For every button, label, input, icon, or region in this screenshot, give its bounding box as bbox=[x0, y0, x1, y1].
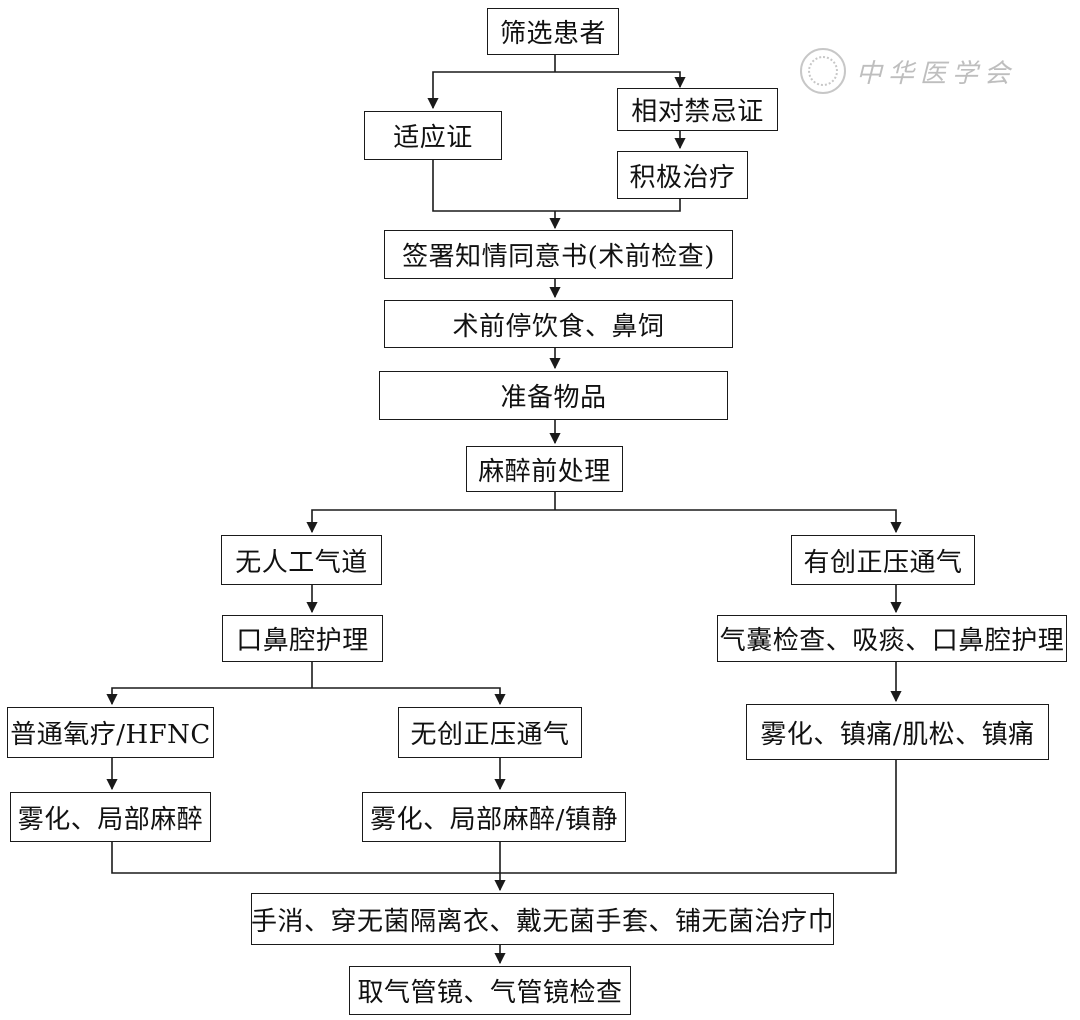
node-label: 普通氧疗/HFNC bbox=[10, 720, 211, 750]
edge-split-invasive bbox=[555, 509, 902, 534]
node-indication: 适应证 bbox=[364, 111, 502, 160]
edge-nebanalgesia-merge bbox=[500, 760, 897, 874]
edge-split-noairway bbox=[306, 509, 555, 534]
node-preop-fasting: 术前停饮食、鼻饲 bbox=[384, 300, 733, 348]
watermark: 中华医学会 bbox=[800, 48, 1016, 94]
node-bronchoscopy: 取气管镜、气管镜检查 bbox=[349, 966, 631, 1015]
node-label: 雾化、局部麻醉 bbox=[17, 804, 204, 835]
node-nebulization-local-sedation: 雾化、局部麻醉/镇静 bbox=[362, 792, 626, 842]
node-sterile-preparation: 手消、穿无菌隔离衣、戴无菌手套、铺无菌治疗巾 bbox=[251, 893, 834, 945]
node-label: 术前停饮食、鼻饲 bbox=[452, 311, 665, 342]
node-label: 无人工气道 bbox=[235, 547, 368, 578]
node-noninvasive-ventilation: 无创正压通气 bbox=[398, 707, 582, 758]
node-label: 签署知情同意书(术前检查) bbox=[402, 242, 715, 272]
edge-split-contra bbox=[555, 71, 686, 89]
node-pre-anesthesia: 麻醉前处理 bbox=[466, 446, 623, 492]
node-label: 口鼻腔护理 bbox=[236, 626, 369, 656]
node-label: 麻醉前处理 bbox=[478, 456, 611, 487]
node-label: 相对禁忌证 bbox=[631, 97, 764, 127]
node-screen-patients: 筛选患者 bbox=[487, 8, 619, 55]
node-relative-contraindication: 相对禁忌证 bbox=[617, 88, 778, 131]
node-normal-oxygen-hfnc: 普通氧疗/HFNC bbox=[7, 707, 214, 758]
node-informed-consent: 签署知情同意书(术前检查) bbox=[384, 230, 733, 279]
node-label: 雾化、局部麻醉/镇静 bbox=[370, 804, 618, 835]
node-label: 取气管镜、气管镜检查 bbox=[357, 978, 623, 1008]
edge-indication-merge bbox=[432, 160, 555, 212]
node-label: 有创正压通气 bbox=[803, 547, 963, 578]
node-label: 手消、穿无菌隔离衣、戴无菌手套、铺无菌治疗巾 bbox=[251, 906, 835, 937]
watermark-text: 中华医学会 bbox=[856, 58, 1017, 89]
node-active-treatment: 积极治疗 bbox=[617, 151, 748, 199]
edge-split-indication bbox=[427, 71, 555, 110]
node-label: 无创正压通气 bbox=[410, 720, 570, 750]
node-label: 筛选患者 bbox=[499, 19, 606, 49]
node-label: 准备物品 bbox=[500, 383, 607, 413]
node-label: 适应证 bbox=[393, 123, 473, 153]
node-cuff-check-suction: 气囊检查、吸痰、口鼻腔护理 bbox=[717, 615, 1067, 662]
edge-treatment-merge bbox=[555, 199, 681, 212]
node-nebulization-analgesia: 雾化、镇痛/肌松、镇痛 bbox=[746, 704, 1049, 760]
node-label: 气囊检查、吸痰、口鼻腔护理 bbox=[719, 626, 1065, 656]
node-label: 雾化、镇痛/肌松、镇痛 bbox=[760, 719, 1035, 750]
node-invasive-ventilation: 有创正压通气 bbox=[791, 535, 975, 585]
edge-split-normalo2 bbox=[106, 687, 312, 706]
edge-neblocal-merge bbox=[111, 842, 500, 874]
edge-split-niv bbox=[312, 687, 506, 706]
society-seal-icon bbox=[800, 48, 846, 94]
node-label: 积极治疗 bbox=[629, 162, 736, 193]
node-oral-nasal-care: 口鼻腔护理 bbox=[222, 615, 383, 662]
node-prepare-supplies: 准备物品 bbox=[379, 371, 728, 420]
node-nebulization-local-anesthesia: 雾化、局部麻醉 bbox=[10, 792, 211, 842]
node-no-artificial-airway: 无人工气道 bbox=[221, 535, 382, 585]
